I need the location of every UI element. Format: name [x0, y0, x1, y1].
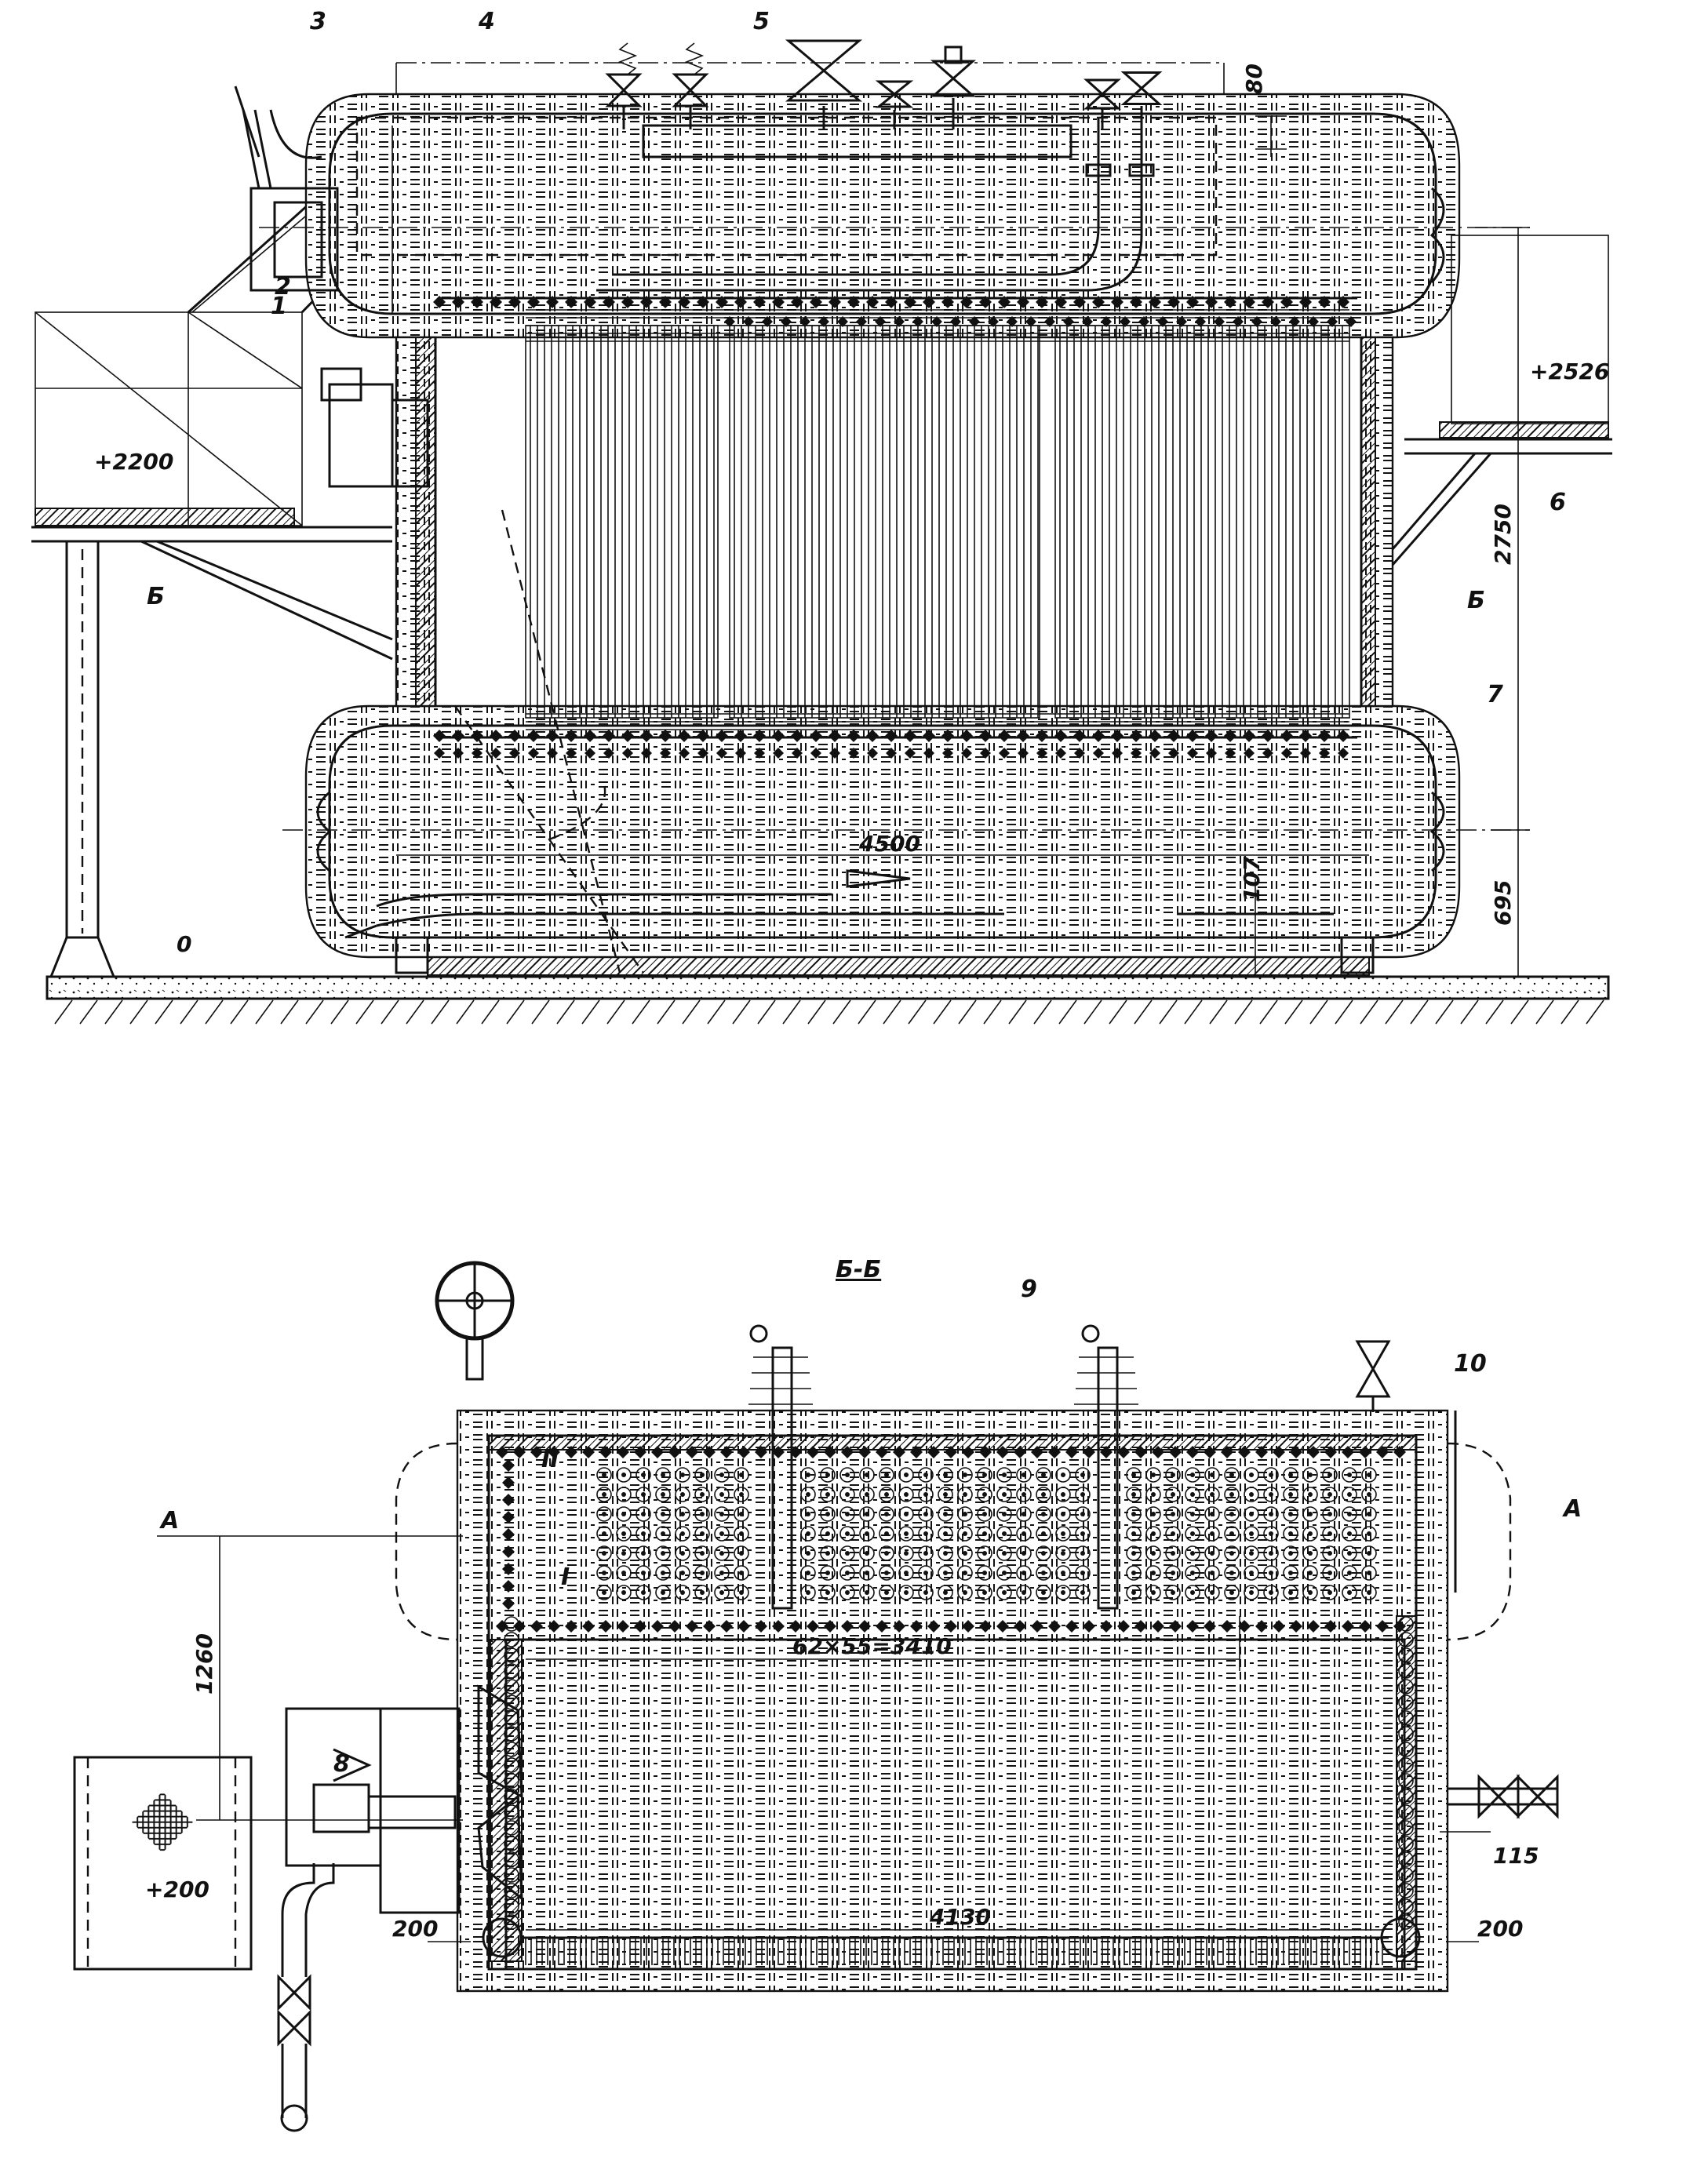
level-2526: +2526 — [1530, 359, 1609, 384]
dim-height-lower: 695 — [1490, 880, 1516, 926]
callout-9: 9 — [1021, 1276, 1037, 1303]
section-labels: Б-Б 9 10 8 А А II I 62×55=3410 4130 1260… — [145, 1256, 1582, 1942]
furnace-walls — [395, 336, 1394, 708]
roman-mark-2: II — [541, 1446, 559, 1473]
callout-6: 6 — [1550, 489, 1566, 516]
level-2200: +2200 — [94, 449, 173, 475]
dim-height: 1260 — [191, 1633, 217, 1695]
tube-bank — [439, 297, 1357, 739]
top-valves — [395, 39, 1225, 158]
callout-8: 8 — [333, 1750, 350, 1778]
section-b-b-view — [73, 1261, 1559, 2132]
bottom-tube-row — [522, 1936, 1389, 1965]
level-200: +200 — [145, 1877, 209, 1902]
elevation-dimensions — [396, 115, 1530, 977]
callout-1: 1 — [271, 293, 287, 320]
dim-length: 4500 — [858, 831, 920, 857]
right-outlet-valves — [1448, 1774, 1559, 1819]
blowdown-pipe — [344, 509, 1334, 974]
callout-7: 7 — [1487, 681, 1503, 708]
roman-mark-1: I — [561, 1564, 570, 1591]
upper-drum — [259, 93, 1530, 339]
side-elevation-view — [31, 39, 1612, 1025]
level-zero: 0 — [177, 931, 191, 957]
elevation-labels: 1 2 3 4 5 6 7 +2200 +2526 0 Б Б 4500 80 … — [94, 8, 1609, 957]
section-mark-a-left: А — [159, 1507, 179, 1534]
dim-width: 4130 — [929, 1904, 991, 1930]
dim-wall-right: 200 — [1477, 1916, 1523, 1942]
left-platform — [31, 128, 410, 978]
section-dimensions — [157, 1535, 1491, 1942]
handwheel — [435, 1261, 515, 1381]
callout-5: 5 — [753, 8, 770, 35]
access-door — [234, 86, 429, 488]
dim-top-gap: 80 — [1241, 64, 1267, 94]
right-platform — [1391, 235, 1612, 566]
callout-4: 4 — [478, 8, 495, 35]
dim-height-upper: 2750 — [1490, 504, 1516, 565]
tube-headers-rivets — [433, 296, 1357, 759]
drum-piping — [596, 118, 1155, 292]
section-mark-right: Б — [1467, 587, 1485, 614]
section-mark-a-right: А — [1562, 1495, 1582, 1523]
tube-grid — [496, 1446, 1414, 1930]
dim-pitch: 62×55=3410 — [792, 1633, 952, 1659]
burner-platform — [73, 1756, 253, 1971]
section-title: Б-Б — [836, 1256, 881, 1283]
dim-bottom-gap: 107 — [1239, 856, 1265, 902]
callout-3: 3 — [310, 8, 326, 35]
dim-wall-left: 200 — [392, 1916, 438, 1942]
dim-offset-right: 115 — [1493, 1843, 1539, 1869]
callout-2: 2 — [275, 273, 291, 300]
burner-assembly — [277, 1707, 461, 2132]
callout-10: 10 — [1454, 1350, 1487, 1378]
section-mark-left: Б — [147, 583, 165, 610]
